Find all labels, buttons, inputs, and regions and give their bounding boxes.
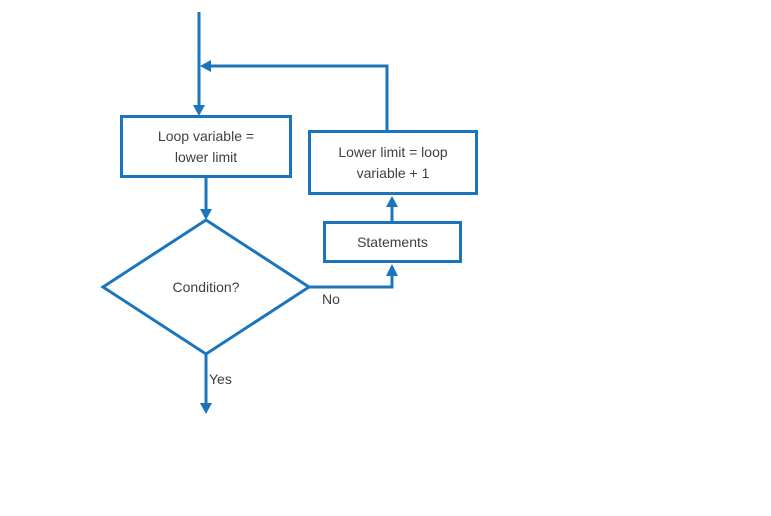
- edge-init-to-condition-arrowhead-icon: [200, 209, 212, 220]
- edge-no-branch-line: [309, 276, 394, 289]
- node-loop-init-label: Loop variable = lower limit: [157, 127, 255, 165]
- branch-yes-label: Yes: [209, 371, 232, 387]
- edge-loopback-arrowhead-icon: [200, 60, 211, 72]
- node-loop-update: Lower limit = loop variable + 1: [308, 130, 478, 195]
- edge-entry-arrowhead-icon: [193, 105, 205, 116]
- branch-no-label: No: [322, 291, 340, 307]
- node-statements-label: Statements: [357, 233, 428, 250]
- edge-no-branch-arrowhead-icon: [386, 264, 398, 276]
- condition-diamond-shape: [100, 218, 312, 356]
- edge-loopback-line: [211, 64, 389, 130]
- edge-statements-to-update-arrowhead-icon: [386, 196, 398, 207]
- node-statements: Statements: [323, 221, 462, 263]
- node-loop-update-label: Lower limit = loop variable + 1: [338, 143, 448, 181]
- condition-label: Condition?: [172, 279, 240, 295]
- edge-yes-branch-arrowhead-icon: [200, 403, 212, 414]
- node-loop-init: Loop variable = lower limit: [120, 115, 292, 178]
